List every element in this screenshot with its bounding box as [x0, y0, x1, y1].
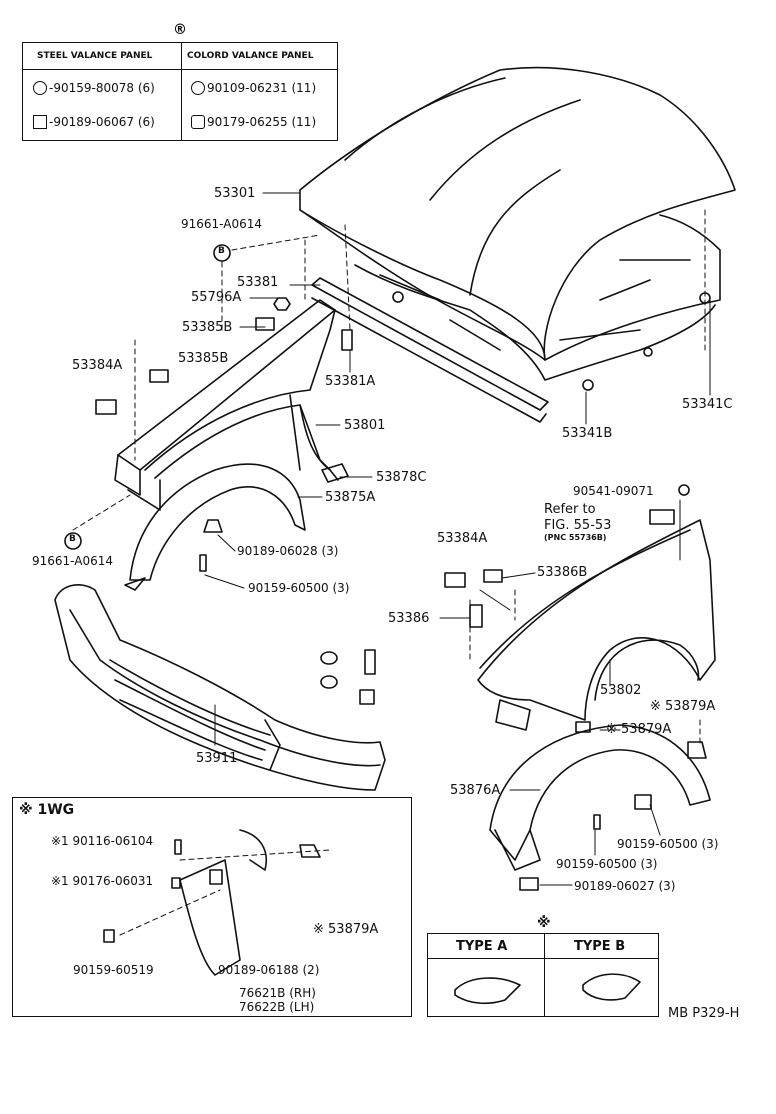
legend-colord-1: 90109-06231 (11)	[207, 81, 317, 95]
right-fender-liner	[489, 721, 711, 891]
front-valance	[54, 584, 386, 791]
label-53878C: 53878C	[376, 470, 427, 485]
label-53911: 53911	[196, 751, 238, 766]
inset-part-90116-06104: ※1 90116-06104	[51, 834, 154, 848]
label-53802: 53802	[600, 683, 642, 698]
label-53801: 53801	[344, 418, 386, 433]
type-b-clip-drawing	[582, 973, 641, 1001]
cushion-left	[95, 399, 117, 415]
clip-type-table: TYPE A TYPE B	[427, 933, 659, 1017]
label-53381A: 53381A	[325, 374, 376, 389]
inset-part-53879A: ※ 53879A	[313, 922, 379, 937]
label-b-top: B	[218, 246, 225, 256]
left-fender-liner	[124, 463, 306, 591]
label-53879A-2: ※ 53879A	[606, 722, 672, 737]
inset-part-90159-60519: 90159-60519	[73, 963, 154, 977]
legend-steel-2: -90189-06067 (6)	[49, 115, 155, 129]
inset-part-90189-06188: 90189-06188 (2)	[218, 963, 320, 977]
nut-icon	[191, 115, 205, 129]
legend-marker: ®	[173, 22, 187, 38]
inset-part-76621B: 76621B (RH)	[239, 986, 316, 1000]
inset-part-90176-06031: ※1 90176-06031	[51, 874, 154, 888]
bolt-icon	[33, 81, 47, 95]
clip-icon	[33, 115, 47, 129]
inset-title: ※ 1WG	[19, 802, 75, 818]
legend-col-colord: COLORD VALANCE PANEL	[187, 51, 314, 61]
type-b-header: TYPE B	[574, 939, 626, 954]
label-91661-top: 91661-A0614	[181, 217, 262, 231]
diagram-code: MB P329-H	[668, 1006, 740, 1021]
label-53381: 53381	[237, 275, 279, 290]
label-53301: 53301	[214, 186, 256, 201]
refer-note-line2: FIG. 55-53	[544, 518, 612, 533]
refer-note-line1: Refer to	[544, 502, 596, 517]
type-a-header: TYPE A	[456, 939, 508, 954]
label-53386B: 53386B	[537, 565, 588, 580]
label-53385B-2: 53385B	[178, 351, 229, 366]
legend-colord-2: 90179-06255 (11)	[207, 115, 317, 129]
label-55796A: 55796A	[191, 290, 242, 305]
label-91661-bottom: 91661-A0614	[32, 554, 113, 568]
label-53386: 53386	[388, 611, 430, 626]
label-53384A-right: 53384A	[437, 531, 488, 546]
inset-part-76622B: 76622B (LH)	[239, 1000, 315, 1014]
label-b-bottom: B	[69, 534, 76, 544]
right-fender	[477, 509, 716, 731]
left-fender-apron	[114, 299, 339, 511]
refer-note-line3: (PNC 55736B)	[544, 533, 607, 542]
label-53384A-left: 53384A	[72, 358, 123, 373]
label-53341B: 53341B	[562, 426, 613, 441]
label-53879A-1: ※ 53879A	[650, 699, 716, 714]
legend-steel-1: -90159-80078 (6)	[49, 81, 155, 95]
label-53875A: 53875A	[325, 490, 376, 505]
label-90159-60500-left: 90159-60500 (3)	[248, 581, 350, 595]
mudflap-inset: ※ 1WG ※1 90116-06104 ※1 90176-06031 9015…	[12, 797, 412, 1017]
bolt-icon	[191, 81, 205, 95]
hood-seal	[311, 277, 549, 423]
label-53385B-1: 53385B	[182, 320, 233, 335]
type-a-clip-drawing	[454, 977, 521, 1005]
label-90541-09071: 90541-09071	[573, 484, 654, 498]
mudflap-drawing	[103, 829, 321, 976]
legend-col-steel: STEEL VALANCE PANEL	[37, 51, 153, 61]
valance-panel-legend: STEEL VALANCE PANEL COLORD VALANCE PANEL…	[22, 42, 338, 141]
label-53876A: 53876A	[450, 783, 501, 798]
label-53341C: 53341C	[682, 397, 733, 412]
type-table-marker: ※	[537, 915, 551, 931]
label-90189-06027: 90189-06027 (3)	[574, 879, 676, 893]
label-90159-60500-right2: 90159-60500 (3)	[556, 857, 658, 871]
legend-header	[23, 43, 337, 70]
label-90189-06028: 90189-06028 (3)	[237, 544, 339, 558]
hood-panel	[299, 66, 736, 391]
label-90159-60500-right1: 90159-60500 (3)	[617, 837, 719, 851]
